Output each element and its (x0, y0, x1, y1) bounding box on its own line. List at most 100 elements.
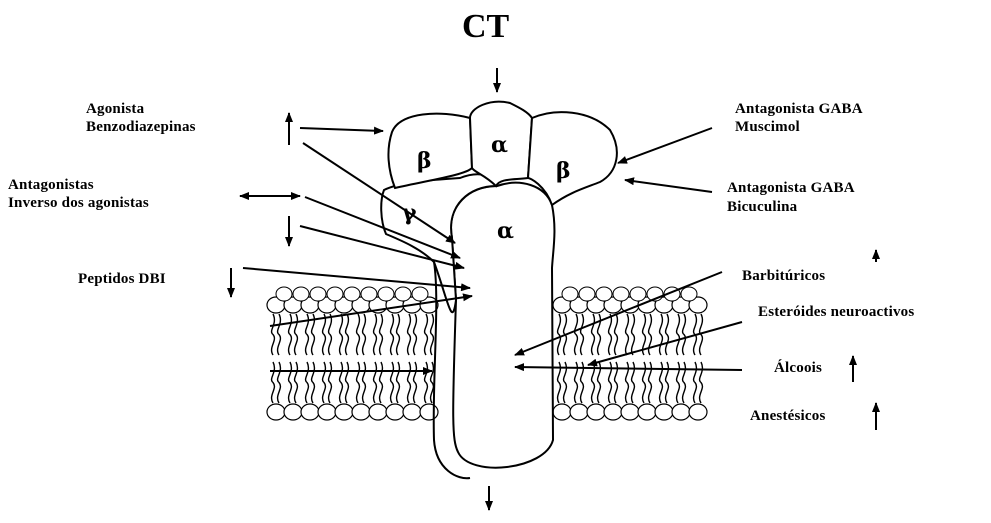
lipid-head (293, 287, 309, 301)
lipid-tail (677, 314, 680, 355)
antagonista-gaba-2-line2: Bicuculina (727, 198, 797, 217)
lipid-tail (431, 314, 434, 355)
lipid-tail (425, 362, 428, 403)
bicuculina-arrow (625, 180, 712, 192)
lipid-tail (312, 362, 315, 403)
lipid-head (596, 287, 612, 301)
antagonista-gaba-1-line2: Muscimol (735, 118, 800, 137)
lipid-tail (340, 314, 343, 355)
lipid-tail (414, 362, 417, 403)
lipid-tail (323, 362, 326, 403)
lipid-head (621, 404, 639, 420)
lipid-tail (374, 314, 377, 355)
lipid-tail (278, 362, 281, 403)
antagonistas-label-line2: Inverso dos agonistas (8, 194, 149, 213)
lipid-tail (558, 314, 561, 355)
agonista-arrow (300, 128, 383, 131)
lipid-head (604, 404, 622, 420)
lipid-tail (363, 314, 366, 355)
lipid-tail (346, 362, 349, 403)
lipid-tail (295, 314, 298, 355)
lipid-head (420, 404, 438, 420)
lipid-tail (683, 314, 686, 355)
esteroides-label: Esteróides neuroactivos (758, 303, 914, 322)
lipid-head (613, 287, 629, 301)
lipid-head (318, 404, 336, 420)
lipid-head (638, 404, 656, 420)
lipid-head (562, 287, 578, 301)
lipid-tail (397, 362, 400, 403)
lipid-tail (329, 314, 332, 355)
lipid-head (267, 404, 285, 420)
lipid-tail (289, 314, 292, 355)
membrane-left (267, 287, 438, 420)
lipid-tail (289, 362, 292, 403)
agonista-label-line1: Agonista (86, 100, 144, 119)
lipid-tail (408, 314, 411, 355)
lipid-head (335, 404, 353, 420)
lipid-tail (408, 362, 411, 403)
lipid-tail (425, 314, 428, 355)
alpha-top-letter: α (491, 132, 508, 158)
lipid-tail (346, 314, 349, 355)
lipid-tail (340, 362, 343, 403)
lipid-tail (329, 362, 332, 403)
lipid-tail (323, 314, 326, 355)
lipid-head (553, 404, 571, 420)
lipid-head (352, 404, 370, 420)
esteroides-arrow (588, 322, 742, 365)
lipid-head (327, 287, 343, 301)
lipid-head (570, 404, 588, 420)
alpha-main-letter: α (497, 218, 514, 244)
anestesicos-label: Anestésicos (750, 407, 826, 426)
barbituricos-label: Barbitúricos (742, 267, 825, 286)
lipid-tail (700, 362, 703, 403)
lipid-tail (357, 362, 360, 403)
diagram-title: CT (462, 8, 509, 46)
lipid-head (630, 287, 646, 301)
lipid-head (301, 404, 319, 420)
lipid-head (395, 287, 411, 301)
lipid-tail (632, 314, 635, 355)
lipid-tail (278, 314, 281, 355)
lipid-head (276, 287, 292, 301)
lipid-head (672, 404, 690, 420)
antagonista-gaba-1-line1: Antagonista GABA (735, 100, 863, 119)
lipid-tail (626, 314, 629, 355)
lipid-head (681, 287, 697, 301)
lipid-tail (391, 362, 394, 403)
lipid-tail (615, 314, 618, 355)
lipid-tail (374, 362, 377, 403)
lipid-tail (295, 362, 298, 403)
lipid-tail (694, 362, 697, 403)
beta-left-letter: β (417, 148, 432, 174)
lipid-tail (391, 314, 394, 355)
lipid-head (403, 404, 421, 420)
lipid-head (579, 287, 595, 301)
lipid-head (655, 404, 673, 420)
lipid-head (587, 404, 605, 420)
lipid-tail (380, 314, 383, 355)
lipid-head (310, 287, 326, 301)
antagonista-gaba-2-line1: Antagonista GABA (727, 179, 855, 198)
lipid-head (378, 287, 394, 301)
lipid-tail (397, 314, 400, 355)
lipid-head (344, 287, 360, 301)
lipid-tail (363, 362, 366, 403)
lipid-tail (357, 314, 360, 355)
lipid-tail (272, 314, 275, 355)
lipid-head (689, 404, 707, 420)
lipid-head (284, 404, 302, 420)
lipid-tail (660, 314, 663, 355)
lipid-head (386, 404, 404, 420)
alcoois-label: Álcoois (774, 359, 822, 378)
lipid-tail (575, 314, 578, 355)
beta-right-letter: β (556, 158, 571, 184)
lipid-head (369, 404, 387, 420)
agonista-label-line2: Benzodiazepinas (86, 118, 196, 137)
lipid-head (361, 287, 377, 301)
lipid-tail (592, 314, 595, 355)
lipid-tail (609, 314, 612, 355)
